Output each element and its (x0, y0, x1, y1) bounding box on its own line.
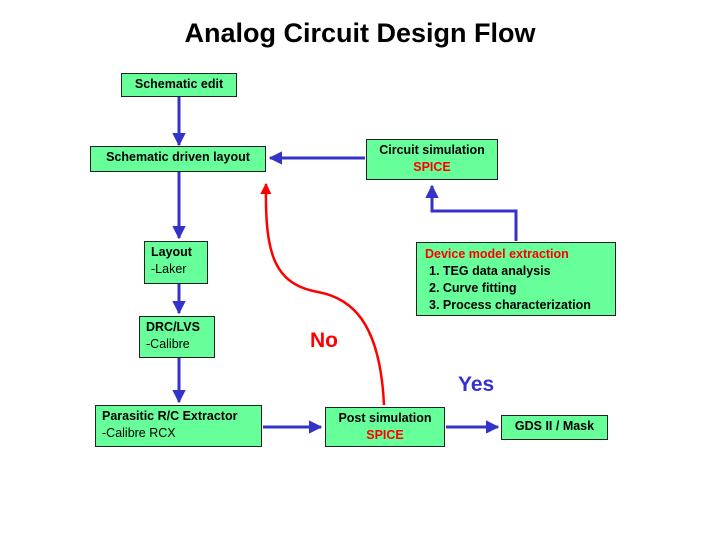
node-circuit-simulation: Circuit simulation SPICE (366, 139, 498, 180)
node-label: Parasitic R/C Extractor (102, 409, 238, 423)
node-label: Schematic edit (134, 77, 224, 91)
arrow-no-loop (260, 182, 386, 406)
node-schematic-edit: Schematic edit (121, 73, 237, 97)
yes-label: Yes (458, 373, 495, 396)
node-tool: -Calibre (146, 337, 190, 351)
node-tool: SPICE (366, 428, 404, 442)
node-step: 3. Process characterization (429, 298, 591, 312)
node-gds-mask: GDS II / Mask (501, 415, 608, 440)
node-drc-lvs: DRC/LVS -Calibre (139, 316, 215, 358)
node-tool: -Laker (151, 262, 187, 276)
arrow-devicemodel-to-circuitsim (425, 184, 518, 241)
node-step: 2. Curve fitting (429, 281, 517, 295)
node-device-model-extraction: Device model extraction 1. TEG data anal… (416, 242, 616, 316)
no-label: No (310, 329, 338, 352)
node-layout: Layout -Laker (144, 241, 208, 284)
node-tool: SPICE (413, 160, 451, 174)
node-post-simulation: Post simulation SPICE (325, 407, 445, 447)
node-parasitic-extractor: Parasitic R/C Extractor -Calibre RCX (95, 405, 262, 447)
node-step: 1. TEG data analysis (429, 264, 551, 278)
node-label: GDS II / Mask (514, 419, 595, 433)
node-label: Layout (151, 245, 192, 259)
node-label: DRC/LVS (146, 320, 200, 334)
node-label: Circuit simulation (379, 143, 485, 157)
node-label: Device model extraction (425, 247, 569, 261)
node-schematic-driven-layout: Schematic driven layout (90, 146, 266, 172)
node-label: Schematic driven layout (106, 150, 250, 164)
page-title: Analog Circuit Design Flow (184, 18, 536, 48)
node-tool: -Calibre RCX (102, 426, 176, 440)
node-label: Post simulation (338, 411, 432, 425)
